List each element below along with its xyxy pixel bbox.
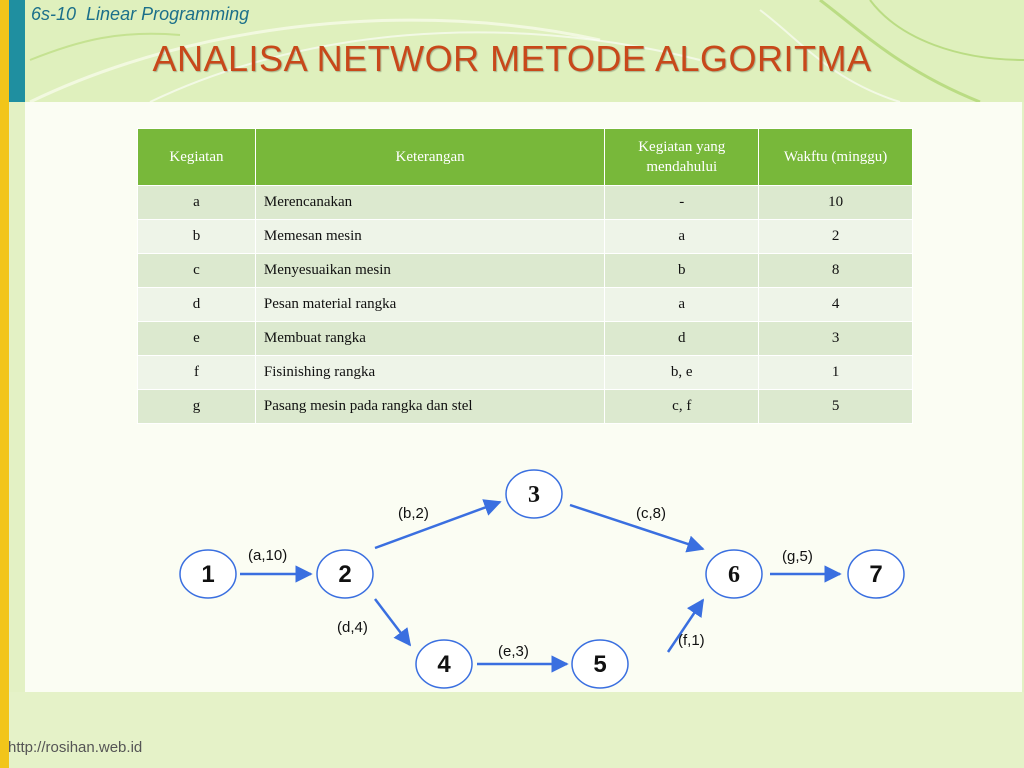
- table-cell: f: [137, 355, 256, 390]
- table-cell: -: [604, 185, 760, 220]
- table-row: e Membuat rangka d 3: [137, 321, 913, 356]
- table-cell: d: [604, 321, 760, 356]
- node-2: 2: [316, 549, 374, 599]
- node-label: 1: [201, 561, 214, 588]
- table-cell: b, e: [604, 355, 760, 390]
- left-accent-bar: [0, 0, 9, 768]
- node-label: 6: [728, 562, 740, 588]
- footer-url: http://rosihan.web.id: [8, 739, 143, 756]
- section-name: Linear Programming: [86, 4, 250, 24]
- node-7: 7: [847, 549, 905, 599]
- table-row: f Fisinishing rangka b, e 1: [137, 355, 913, 390]
- slide-number: 6s-10: [31, 4, 77, 24]
- table-cell: c: [137, 253, 256, 288]
- table-cell: Pesan material rangka: [254, 287, 606, 322]
- node-label: 7: [869, 561, 882, 588]
- column-header: Kegiatan: [137, 128, 256, 186]
- edge-2-4: [374, 598, 412, 647]
- table-cell: d: [137, 287, 256, 322]
- edge-label: (d,4): [337, 619, 368, 636]
- table-cell: a: [604, 287, 760, 322]
- table-cell: Fisinishing rangka: [254, 355, 606, 390]
- table-cell: 10: [758, 185, 913, 220]
- edge-label: (c,8): [636, 505, 666, 522]
- activity-table: Kegiatan Keterangan Kegiatan yang mendah…: [137, 128, 913, 424]
- table-cell: b: [604, 253, 760, 288]
- edge-label: (a,10): [248, 547, 287, 564]
- column-header: Keterangan: [254, 128, 606, 186]
- table-cell: Pasang mesin pada rangka dan stel: [254, 389, 606, 424]
- edge-2-3: [374, 499, 502, 550]
- edge-3-6: [569, 503, 705, 553]
- node-6: 6: [705, 549, 763, 599]
- table-header-row: Kegiatan Keterangan Kegiatan yang mendah…: [137, 128, 913, 186]
- edge-label: (g,5): [782, 548, 813, 565]
- table-row: a Merencanakan - 10: [137, 185, 913, 220]
- table-cell: b: [137, 219, 256, 254]
- table-cell: a: [604, 219, 760, 254]
- edge-label: (e,3): [498, 643, 529, 660]
- table-row: b Memesan mesin a 2: [137, 219, 913, 254]
- table-cell: e: [137, 321, 256, 356]
- node-3: 3: [505, 469, 563, 519]
- table-cell: 1: [758, 355, 913, 390]
- edge-5-6: [666, 598, 705, 653]
- edge-label: (f,1): [678, 632, 705, 649]
- column-header: Wakftu (minggu): [758, 128, 913, 186]
- slide-header: 6s-10 Linear Programming: [31, 4, 249, 25]
- left-teal-bar: [9, 0, 25, 102]
- node-4: 4: [415, 639, 473, 689]
- table-cell: g: [137, 389, 256, 424]
- table-cell: c, f: [604, 389, 760, 424]
- node-5: 5: [571, 639, 629, 689]
- node-label: 3: [528, 482, 540, 508]
- node-label: 5: [593, 651, 606, 678]
- table-cell: Memesan mesin: [254, 219, 606, 254]
- node-1: 1: [179, 549, 237, 599]
- node-label: 4: [437, 651, 451, 678]
- table-row: g Pasang mesin pada rangka dan stel c, f…: [137, 389, 913, 424]
- slide-title: ANALISA NETWOR METODE ALGORITMA: [152, 38, 872, 79]
- node-label: 2: [338, 561, 351, 588]
- table-cell: 5: [758, 389, 913, 424]
- table-cell: Membuat rangka: [254, 321, 606, 356]
- column-header: Kegiatan yang mendahului: [604, 128, 760, 186]
- table-row: d Pesan material rangka a 4: [137, 287, 913, 322]
- edge-label: (b,2): [398, 505, 429, 522]
- table-cell: 3: [758, 321, 913, 356]
